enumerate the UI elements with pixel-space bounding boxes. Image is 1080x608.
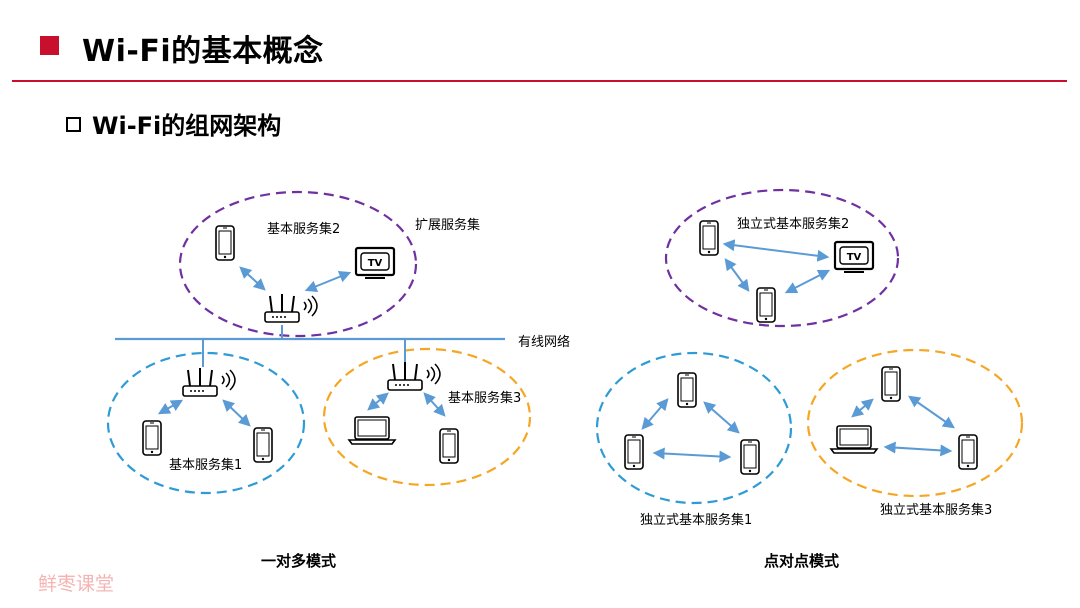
page-title: Wi-Fi的基本概念: [82, 34, 324, 69]
phone-icon: [677, 372, 697, 408]
bss1-boundary: [106, 351, 306, 495]
link-arrow: [652, 447, 732, 463]
title-divider: [12, 80, 1067, 82]
phone-icon: [756, 287, 776, 323]
link-arrow: [908, 395, 955, 429]
phone-icon: [699, 220, 719, 256]
link-arrow: [724, 258, 750, 292]
subtitle-bullet-box: [66, 117, 81, 132]
bss2-label: 基本服务集2: [267, 221, 340, 237]
ibss2-label: 独立式基本服务集2: [737, 216, 849, 232]
ibss1-boundary: [595, 351, 793, 505]
ibss3-boundary: [806, 348, 1024, 498]
link-arrow: [722, 239, 830, 262]
title-bullet-square: [40, 36, 59, 55]
svg-text:TV: TV: [368, 258, 383, 269]
link-arrow: [423, 392, 446, 417]
phone-icon: [215, 225, 235, 261]
one-to-many-mode-label: 一对多模式: [261, 552, 336, 570]
bss1-label: 基本服务集1: [169, 457, 242, 473]
ibss2-boundary: [664, 188, 900, 328]
phone-icon: [253, 427, 273, 463]
ibss3-label: 独立式基本服务集3: [880, 502, 992, 518]
phone-icon: [439, 428, 459, 464]
laptop-icon: [830, 425, 878, 454]
link-arrow: [367, 392, 389, 411]
bss3-label: 基本服务集3: [448, 390, 521, 406]
bss3-boundary: [322, 347, 532, 487]
link-arrow: [784, 269, 831, 294]
access-point-router-icon: [182, 367, 236, 397]
link-arrow: [703, 401, 740, 434]
ess-label: 扩展服务集: [415, 217, 480, 233]
link-arrow: [883, 441, 953, 457]
wired-network-label: 有线网络: [518, 334, 570, 350]
peer-to-peer-mode-label: 点对点模式: [764, 552, 839, 570]
subtitle: Wi-Fi的组网架构: [92, 112, 282, 140]
peer-to-peer-diagram: TV 独立式基本服务集2 独立式基本服务集1 独立式基本服务集3 点对点模式: [595, 188, 1024, 570]
phone-icon: [624, 434, 644, 470]
access-point-router-icon: [387, 361, 441, 391]
link-arrow: [304, 271, 352, 292]
watermark: 鲜枣课堂: [38, 573, 115, 595]
laptop-icon: [348, 416, 396, 445]
tv-icon: TV: [354, 246, 396, 280]
ibss1-label: 独立式基本服务集1: [640, 512, 752, 528]
tv-icon: TV: [833, 240, 875, 274]
phone-icon: [142, 420, 162, 456]
link-arrow: [851, 398, 874, 418]
bss2-boundary: [178, 190, 418, 338]
link-arrow: [641, 398, 669, 430]
link-arrow: [239, 266, 266, 291]
phone-icon: [881, 366, 901, 402]
svg-text:TV: TV: [847, 252, 862, 263]
link-arrow: [222, 399, 251, 427]
phone-icon: [958, 434, 978, 470]
access-point-router-icon: [264, 293, 318, 323]
link-arrow: [157, 399, 184, 415]
phone-icon: [740, 439, 760, 475]
one-to-many-diagram: TV 基本服务集2 扩展服务集 有线网络 基本服务集1: [106, 190, 570, 570]
